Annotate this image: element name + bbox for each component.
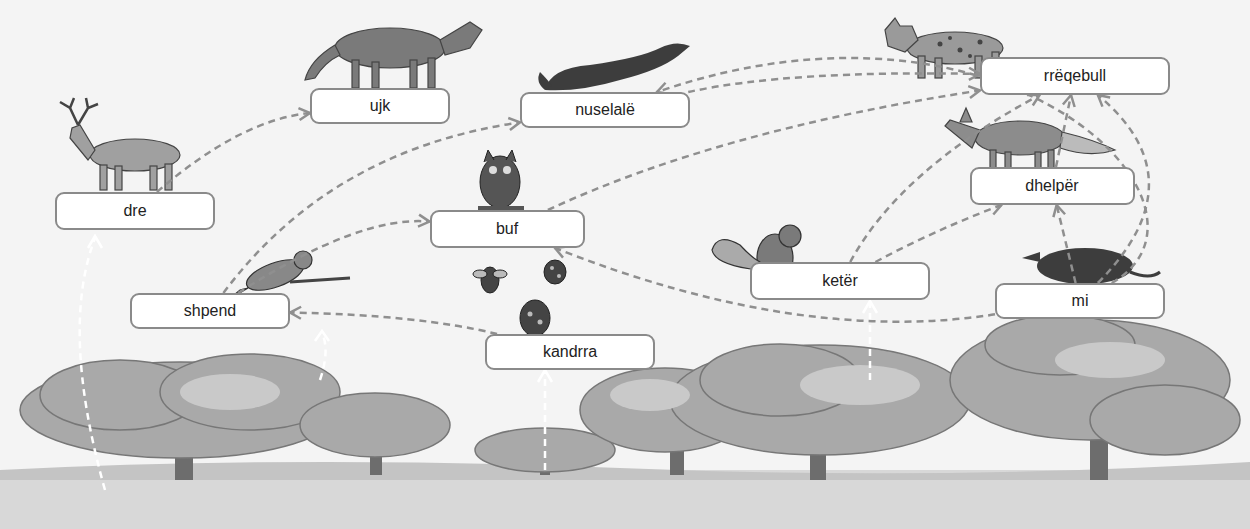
species-name: ujk (370, 97, 390, 115)
species-box: nuselalë (520, 92, 690, 128)
food-arrow (1053, 205, 1075, 283)
species-name: dre (123, 202, 146, 220)
species-box: mi (995, 283, 1165, 319)
species-box: shpend (130, 293, 290, 329)
food-arrow (290, 307, 497, 334)
species-name: dhelpër (1025, 177, 1078, 195)
food-arrow (238, 215, 429, 293)
species-box: ketër (750, 262, 930, 300)
species-box: rrëqebull (980, 57, 1170, 95)
species-box: buf (430, 210, 585, 248)
species-name: kandrra (543, 343, 597, 361)
species-name: mi (1072, 292, 1089, 310)
food-arrow (548, 86, 980, 210)
species-box: ujk (310, 88, 450, 124)
species-box: dre (55, 192, 215, 230)
food-arrow (875, 203, 1001, 262)
species-name: buf (496, 220, 518, 238)
species-box: kandrra (485, 334, 655, 370)
species-name: rrëqebull (1044, 67, 1106, 85)
food-arrow (555, 246, 995, 321)
food-arrow (1056, 95, 1075, 167)
species-name: ketër (822, 272, 858, 290)
food-arrow (223, 118, 520, 293)
species-name: shpend (184, 302, 237, 320)
food-arrow (688, 68, 980, 92)
food-arrow (157, 108, 310, 192)
species-name: nuselalë (575, 101, 635, 119)
species-box: dhelpër (970, 167, 1135, 205)
